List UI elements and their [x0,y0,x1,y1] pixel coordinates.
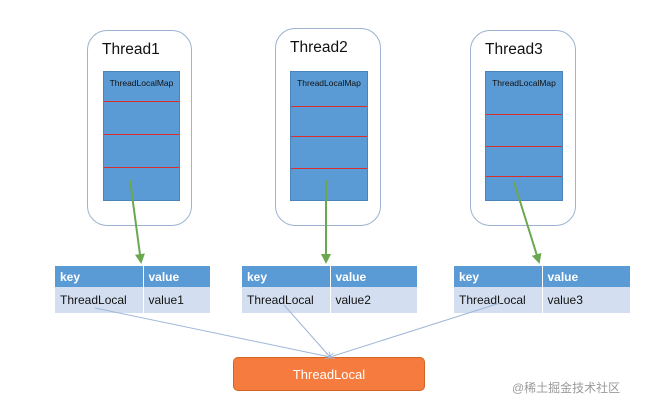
map-to-entry-arrow-3 [513,181,542,264]
thread3-box: Thread3 ThreadLocalMap [470,30,576,226]
key-to-threadlocal-line-2 [283,304,330,357]
thread1-box: Thread1 ThreadLocalMap [87,30,192,226]
thread2-threadlocalmap: ThreadLocalMap [290,71,368,201]
thread1-map-label: ThreadLocalMap [109,78,174,88]
table-header-row: key value [454,266,630,287]
table-header-row: key value [242,266,417,287]
thread2-map-divider [291,136,367,137]
key-header: key [55,266,144,287]
thread1-map-divider [104,134,179,135]
thread1-title: Thread1 [102,41,160,58]
thread2-title: Thread2 [290,39,348,56]
thread2-box: Thread2 ThreadLocalMap [275,28,381,226]
thread1-map-divider [104,167,179,168]
value-cell: value2 [330,287,417,313]
entry-table-1: key value ThreadLocal value1 [55,266,210,313]
thread3-threadlocalmap: ThreadLocalMap [485,71,563,201]
key-to-threadlocal-line-3 [330,302,501,357]
entry-table-3: key value ThreadLocal value3 [454,266,630,313]
thread3-map-divider [486,114,562,115]
thread3-title: Thread3 [485,41,543,58]
map-to-entry-arrow-1 [129,179,145,264]
table-row: ThreadLocal value2 [242,287,417,313]
key-header: key [454,266,543,287]
thread2-map-divider [291,106,367,107]
key-to-threadlocal-line-1 [94,307,330,357]
watermark: @稀土掘金技术社区 [512,381,621,395]
table-row: ThreadLocal value3 [454,287,630,313]
value-cell: value3 [542,287,630,313]
value-header: value [542,266,630,287]
thread3-map-label: ThreadLocalMap [492,78,556,88]
key-header: key [242,266,331,287]
key-cell: ThreadLocal [55,287,144,313]
key-cell: ThreadLocal [454,287,543,313]
thread1-map-divider [104,101,179,102]
value-header: value [330,266,417,287]
threadlocal-label: ThreadLocal [292,366,366,382]
threadlocal-box: ThreadLocal [233,357,425,391]
entry-table-2: key value ThreadLocal value2 [242,266,417,313]
table-row: ThreadLocal value1 [55,287,210,313]
key-cell: ThreadLocal [242,287,331,313]
thread2-map-label: ThreadLocalMap [297,78,361,88]
value-cell: value1 [143,287,210,313]
table-header-row: key value [55,266,210,287]
value-header: value [143,266,210,287]
thread2-map-divider [291,168,367,169]
thread1-threadlocalmap: ThreadLocalMap [103,71,180,201]
thread3-map-divider [486,146,562,147]
thread3-map-divider [486,176,562,177]
